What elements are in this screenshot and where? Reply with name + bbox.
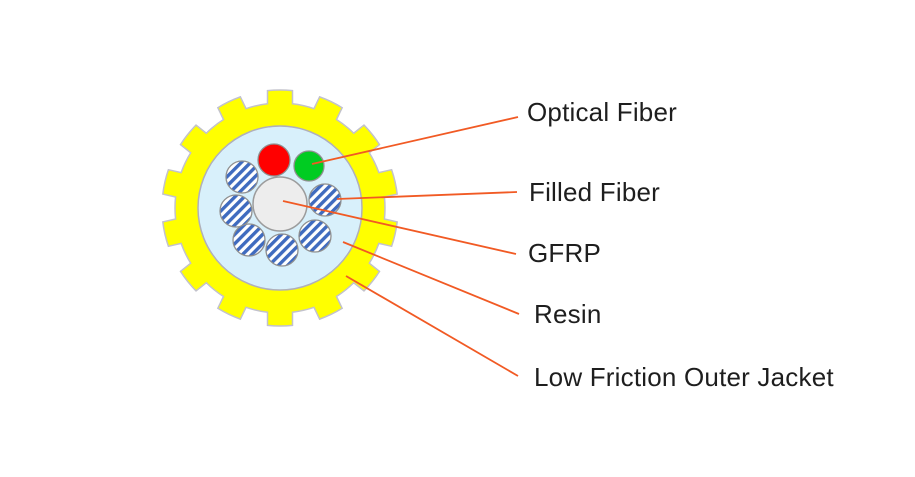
gfrp-shape (252, 176, 308, 232)
leader-lines (282, 116, 520, 377)
fiber-optical-red-shape (257, 143, 291, 177)
label-resin: Resin (534, 299, 602, 329)
leader-line-filled-fiber (336, 191, 518, 200)
fiber-filled-shape (225, 160, 259, 194)
leader-line-resin (342, 241, 520, 315)
label-filled-fiber: Filled Fiber (529, 177, 660, 207)
fiber-filled-shape (265, 233, 299, 267)
label-gfrp: GFRP (528, 238, 602, 268)
leader-line-optical-fiber (311, 116, 519, 165)
fiber-filled-shape (298, 219, 332, 253)
leader-line-low-friction-outer-jacket (345, 275, 519, 377)
label-optical-fiber: Optical Fiber (527, 97, 677, 127)
label-low-friction-outer-jacket: Low Friction Outer Jacket (534, 362, 834, 392)
fiber-circles (219, 143, 342, 267)
fiber-optical-green-shape (293, 150, 325, 182)
fiber-filled-shape (219, 194, 253, 228)
leader-line-gfrp (282, 200, 517, 255)
fiber-filled-shape (232, 223, 266, 257)
